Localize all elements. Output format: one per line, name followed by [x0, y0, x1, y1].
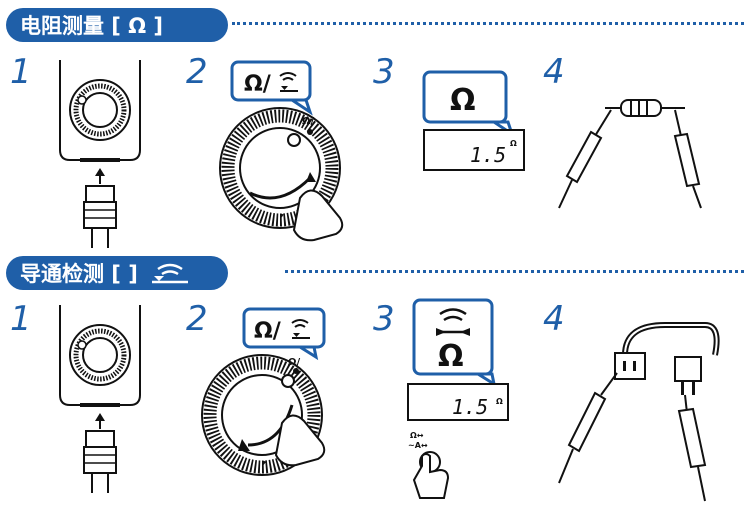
- resistor-icon: [620, 99, 662, 117]
- step-number: 1: [10, 52, 32, 92]
- lcd-unit: Ω: [510, 139, 517, 148]
- step-number: 1: [10, 299, 32, 339]
- lcd-value: 1.5: [470, 143, 506, 167]
- cable-plug-icon: [674, 356, 702, 382]
- step-number: 2: [186, 52, 208, 92]
- step-number: 4: [543, 52, 565, 92]
- cable-socket-icon: [614, 352, 646, 380]
- section-divider: [232, 22, 744, 25]
- probe-icon: [673, 109, 702, 209]
- probe-icon: [558, 109, 612, 209]
- hand-icon: [274, 414, 326, 467]
- meter-with-plug-illustration: [59, 60, 141, 248]
- lcd-unit: Ω: [496, 397, 503, 406]
- section-title-continuity: 导通检测 [ ]: [6, 256, 228, 290]
- button-label-top: Ω↔: [410, 431, 424, 440]
- probe-plug-icon: [85, 185, 115, 203]
- hand-icon: [412, 453, 450, 499]
- section-title-text: 导通检测 [ ]: [20, 262, 138, 286]
- section-title-text: 电阻测量 [ Ω ]: [20, 14, 163, 38]
- dial-mode-label: Ω/: [302, 116, 315, 127]
- probe-resistor-illustration: [558, 99, 702, 209]
- display-illustration: Ω 1.5 Ω Ω↔ ~A↔: [407, 298, 509, 499]
- continuity-icon: [436, 308, 470, 336]
- bubble-mode-label: Ω/: [254, 319, 282, 344]
- probe-icon: [558, 372, 618, 484]
- lcd-display: [423, 129, 525, 171]
- lcd-display: [407, 383, 509, 421]
- dial-rotate-illustration: Ω/ Ω/: [201, 307, 326, 476]
- display-mode-symbol: Ω: [450, 83, 476, 118]
- step-number: 4: [543, 299, 565, 339]
- continuity-icon: [152, 263, 188, 284]
- section-title-resistance: 电阻测量 [ Ω ]: [6, 8, 228, 42]
- button-label-bottom: ~A↔: [408, 441, 428, 450]
- hand-icon: [292, 189, 344, 242]
- probe-cable-illustration: [558, 322, 720, 502]
- bubble-mode-label: Ω/: [244, 72, 272, 97]
- lcd-value: 1.5: [452, 395, 488, 419]
- step-number: 3: [373, 52, 395, 92]
- step-number: 2: [186, 299, 208, 339]
- probe-icon: [677, 394, 707, 502]
- rotate-arrow-icon: [238, 439, 250, 451]
- rotate-arrow-icon: [306, 172, 316, 182]
- dial-mode-label: Ω/: [288, 357, 301, 368]
- display-mode-symbol: Ω: [438, 339, 464, 374]
- probe-plug-icon: [85, 430, 115, 448]
- meter-with-plug-illustration: [59, 305, 141, 493]
- display-mode-bubble: [412, 298, 494, 376]
- dial-rotate-illustration: Ω/ Ω/: [219, 60, 344, 242]
- continuity-icon: [291, 319, 310, 339]
- section-divider: [285, 270, 744, 273]
- display-illustration: Ω 1.5 Ω: [422, 70, 525, 171]
- continuity-icon: [279, 72, 298, 92]
- display-mode-bubble: [422, 70, 508, 124]
- step-number: 3: [373, 299, 395, 339]
